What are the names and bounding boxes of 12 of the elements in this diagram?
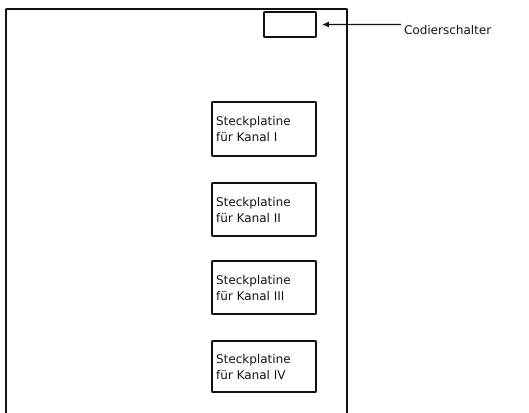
slot-label: Steckplatine für Kanal III [215, 272, 292, 304]
leader-line [323, 22, 401, 28]
slot-box [211, 182, 317, 237]
slot-label: Steckplatine für Kanal IV [215, 350, 292, 382]
slot-label: Steckplatine für Kanal II [215, 194, 292, 226]
callout-label: Codierschalter [404, 23, 492, 37]
slot-label: Steckplatine für Kanal I [215, 113, 292, 145]
slot-box [211, 340, 317, 393]
circuit-board-outline [5, 8, 348, 413]
slot-box [211, 101, 317, 157]
switch-box [263, 11, 317, 38]
slot-box [211, 260, 317, 315]
